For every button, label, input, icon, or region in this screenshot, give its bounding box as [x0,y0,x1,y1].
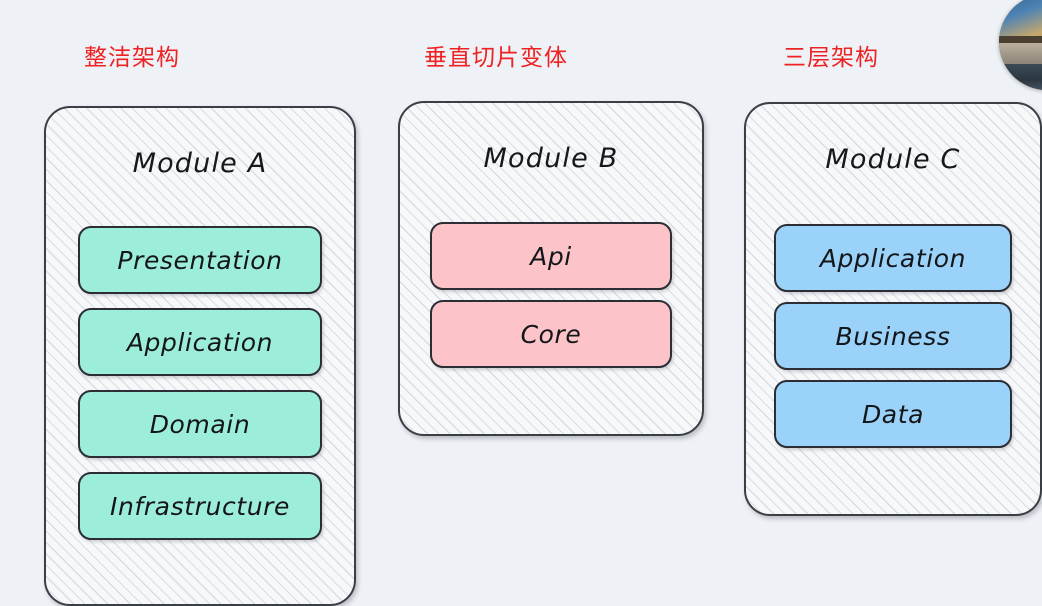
layer-box-api[interactable]: Api [430,222,672,290]
column-title-vertical-slice: 垂直切片变体 [424,45,568,71]
webcam-background-lower [999,64,1042,90]
layer-box-core[interactable]: Core [430,300,672,368]
layer-box-data[interactable]: Data [774,380,1012,448]
layer-box-infrastructure[interactable]: Infrastructure [78,472,322,540]
layer-box-business[interactable]: Business [774,302,1012,370]
module-b-container: Module B Api Core [398,101,704,436]
module-c-container: Module C Application Business Data [744,102,1042,516]
module-c-title: Module C [825,144,961,175]
webcam-background-middle [999,42,1042,65]
layer-box-application-a[interactable]: Application [78,308,322,376]
column-title-three-layer: 三层架构 [783,45,879,71]
module-a-layer-stack: Presentation Application Domain Infrastr… [46,226,354,540]
module-c-layer-stack: Application Business Data [746,224,1040,448]
webcam-shelf [999,36,1042,43]
module-b-layer-stack: Api Core [400,222,702,368]
module-a-title: Module A [132,148,268,179]
layer-box-application-c[interactable]: Application [774,224,1012,292]
layer-box-presentation[interactable]: Presentation [78,226,322,294]
module-a-container: Module A Presentation Application Domain… [44,106,356,606]
webcam-background-upper [999,0,1042,37]
layer-box-domain[interactable]: Domain [78,390,322,458]
column-title-clean-architecture: 整洁架构 [84,45,180,71]
module-b-title: Module B [483,143,619,174]
webcam-bubble[interactable] [999,0,1042,90]
